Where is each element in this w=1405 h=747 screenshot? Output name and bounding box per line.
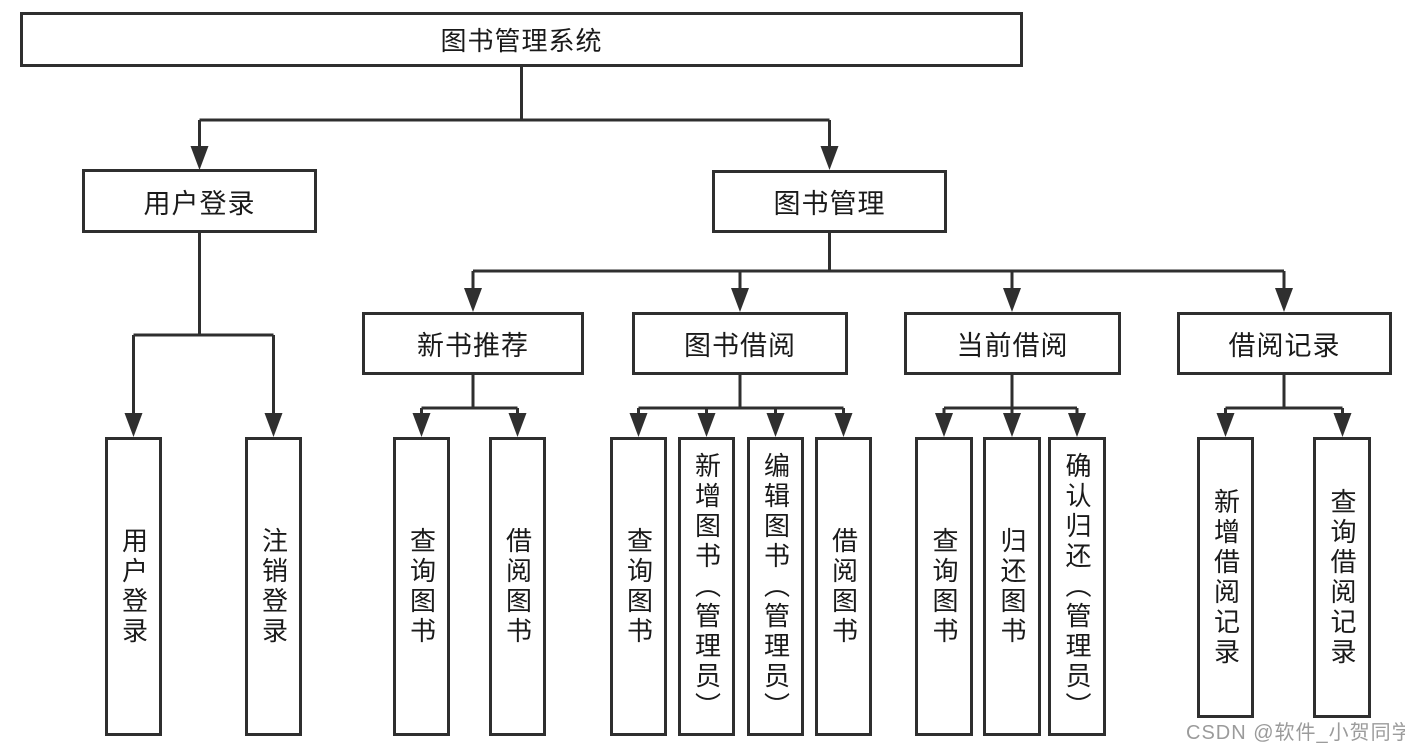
arrowhead-current-borrow [1003, 288, 1021, 312]
node-current-borrow: 当前借阅 [904, 312, 1121, 375]
arrowhead-current-query-books [935, 413, 953, 437]
node-book-management-label: 图书管理 [773, 189, 886, 219]
node-leaf-rec-query-books: 查询图书 [393, 437, 450, 736]
node-user-login-label: 用户登录 [143, 188, 256, 219]
node-leaf-current-confirm-return: 确认归还（管理员） [1048, 437, 1106, 736]
node-leaf-borrow-borrow-books-label: 借阅图书 [828, 526, 859, 647]
node-leaf-borrow-add-books: 新增图书（管理员） [678, 437, 735, 736]
arrowhead-new-book-recommend [464, 288, 482, 312]
node-leaf-current-return-books: 归还图书 [983, 437, 1041, 736]
arrowhead-rec-query-books [412, 413, 431, 437]
node-leaf-rec-query-books-label: 查询图书 [406, 526, 437, 647]
node-leaf-current-confirm-return-label: 确认归还（管理员） [1062, 451, 1092, 722]
node-book-borrow-label: 图书借阅 [684, 331, 796, 361]
arrowhead-borrow-borrow-books [834, 413, 853, 437]
connector-borrow-records-rail [1224, 375, 1344, 415]
node-leaf-current-query-books-label: 查询图书 [929, 526, 959, 647]
arrowhead-borrow-add-books [697, 413, 716, 437]
connector-user-login-rail [132, 233, 275, 414]
connector-root-rail [198, 67, 831, 148]
arrowhead-book-management [820, 146, 839, 170]
arrowhead-current-return-books [1003, 413, 1021, 437]
connector-current-borrow-rail [942, 375, 1079, 415]
node-leaf-rec-borrow-books: 借阅图书 [489, 437, 546, 736]
node-leaf-logout-label: 注销登录 [258, 526, 289, 647]
watermark-text: CSDN @软件_小贺同学 [1186, 722, 1405, 744]
node-leaf-borrow-query-books: 查询图书 [610, 437, 667, 736]
connector-book-borrow-rail [637, 375, 845, 415]
arrowhead-records-query-record [1333, 413, 1352, 437]
node-root: 图书管理系统 [20, 12, 1023, 67]
arrowhead-user-login-leaf [124, 413, 143, 437]
node-leaf-current-return-books-label: 归还图书 [997, 526, 1027, 647]
node-leaf-records-add-record: 新增借阅记录 [1197, 437, 1254, 718]
arrowhead-borrow-edit-books [766, 413, 785, 437]
arrowhead-current-confirm-return [1068, 413, 1086, 437]
node-book-borrow: 图书借阅 [632, 312, 848, 375]
arrowhead-logout-leaf [264, 413, 283, 437]
connector-book-management-rail [471, 233, 1286, 290]
node-new-book-recommend-label: 新书推荐 [417, 331, 529, 361]
node-leaf-borrow-query-books-label: 查询图书 [623, 526, 654, 647]
arrowhead-book-borrow [731, 288, 749, 312]
arrowhead-borrow-query-books [629, 413, 648, 437]
arrowhead-borrow-records [1275, 288, 1293, 312]
arrowhead-rec-borrow-books [508, 413, 527, 437]
node-borrow-records-label: 借阅记录 [1228, 331, 1341, 361]
node-leaf-current-query-books: 查询图书 [915, 437, 973, 736]
node-leaf-user-login: 用户登录 [105, 437, 162, 736]
node-leaf-records-add-record-label: 新增借阅记录 [1210, 487, 1241, 668]
node-root-label: 图书管理系统 [440, 26, 603, 56]
node-new-book-recommend: 新书推荐 [362, 312, 584, 375]
node-current-borrow-label: 当前借阅 [956, 331, 1069, 361]
node-user-login: 用户登录 [82, 169, 317, 233]
node-borrow-records: 借阅记录 [1177, 312, 1392, 375]
node-leaf-records-query-record: 查询借阅记录 [1313, 437, 1371, 718]
node-leaf-borrow-add-books-label: 新增图书（管理员） [691, 451, 722, 722]
connector-new-book-recommend-rail [420, 375, 519, 415]
node-leaf-logout: 注销登录 [245, 437, 302, 736]
node-leaf-records-query-record-label: 查询借阅记录 [1327, 487, 1357, 668]
node-leaf-borrow-edit-books-label: 编辑图书（管理员） [760, 451, 791, 722]
node-leaf-borrow-borrow-books: 借阅图书 [815, 437, 872, 736]
node-book-management: 图书管理 [712, 170, 947, 233]
node-leaf-borrow-edit-books: 编辑图书（管理员） [747, 437, 804, 736]
node-leaf-rec-borrow-books-label: 借阅图书 [502, 526, 533, 647]
arrowhead-records-add-record [1216, 413, 1235, 437]
arrowhead-user-login [190, 146, 209, 170]
node-leaf-user-login-label: 用户登录 [118, 526, 149, 647]
